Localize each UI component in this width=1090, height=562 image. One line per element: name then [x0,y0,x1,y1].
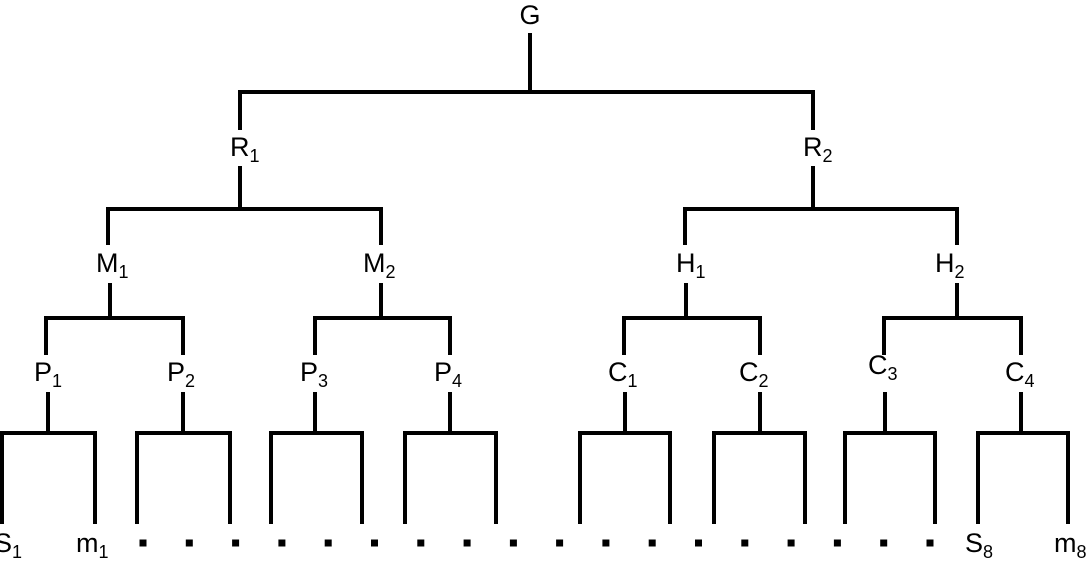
leaf-s1: S1 [0,528,22,562]
node-h1: H1 [676,248,706,282]
leaf-s8: S8 [965,528,993,562]
ellipsis-dot [556,539,564,547]
ellipsis-dot [185,539,193,547]
ellipsis-dot [371,539,378,547]
node-c1: C1 [608,357,638,391]
node-r1: R1 [230,132,260,166]
leaf-labels: S1 m1 S8 m8 [0,528,1087,562]
node-c3: C3 [868,350,898,384]
node-p2: P2 [167,357,195,391]
node-r2: R2 [803,132,833,166]
ellipsis-dot [926,539,934,547]
node-c4: C4 [1005,357,1035,391]
leaf-m1: m1 [76,528,109,562]
ellipsis-dot [139,539,147,547]
ellipsis-dot [463,539,471,547]
ellipsis-dot [278,539,286,547]
tree-node-labels: G R1 R2 M1 M2 H1 H2 P1 P2 P3 P4 C1 C2 C3… [34,0,1035,391]
node-root: G [519,0,540,30]
node-c2: C2 [739,357,769,391]
ellipsis-dot [741,539,749,547]
ellipsis-dot [648,539,656,547]
ellipsis-dot [787,539,795,547]
ellipsis-dot [324,539,332,547]
ellipsis-dot [880,539,888,547]
ellipsis-dot [509,539,517,547]
ellipsis-dot [602,539,610,547]
node-m2: M2 [363,248,396,282]
node-h2: H2 [935,248,965,282]
ellipsis-dot [232,539,240,547]
ellipsis-dot [833,539,841,547]
tree-edges [0,33,1070,524]
ellipsis-dot [695,539,702,547]
node-p4: P4 [434,357,462,391]
ellipsis-dot [417,539,425,547]
node-m1: M1 [96,248,129,282]
ellipsis-dots [139,539,934,547]
node-p3: P3 [300,357,328,391]
node-p1: P1 [34,357,62,391]
leaf-m8: m8 [1054,528,1087,562]
